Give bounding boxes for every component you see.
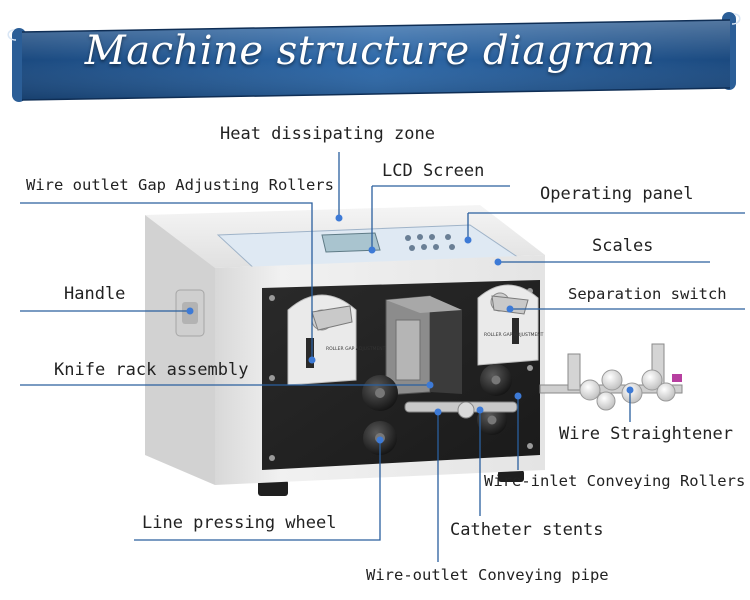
label-pressing-wheel: Line pressing wheel <box>142 513 337 533</box>
label-knife-rack: Knife rack assembly <box>54 360 249 380</box>
machine-foot <box>498 470 524 482</box>
left-knob-label: ROLLER GAP ADJUSTMENT <box>326 346 386 352</box>
diagram-title: Machine structure diagram <box>84 28 656 74</box>
label-inlet-rollers: Wire-inlet Conveying Rollers <box>484 472 746 490</box>
right-knob-label: ROLLER GAP ADJUSTMENT <box>484 332 544 338</box>
machine-foot <box>258 480 288 496</box>
label-handle: Handle <box>64 284 126 304</box>
knife-rack <box>385 295 462 396</box>
label-scales: Scales <box>592 236 654 256</box>
title-banner: Machine structure diagram <box>0 0 750 110</box>
label-outlet-pipe: Wire-outlet Conveying pipe <box>366 566 609 584</box>
label-gap-rollers: Wire outlet Gap Adjusting Rollers <box>26 176 334 194</box>
panel-screws <box>269 288 533 461</box>
leader-dots <box>186 214 634 444</box>
banner-ribbon <box>7 12 741 102</box>
wire-straightener <box>539 343 683 411</box>
label-wire-straightener: Wire Straightener <box>559 424 733 444</box>
leader-lines <box>20 152 745 562</box>
label-lcd-screen: LCD Screen <box>382 161 485 181</box>
label-heat-zone: Heat dissipating zone <box>220 124 435 144</box>
machine-side <box>145 215 215 485</box>
label-operating-panel: Operating panel <box>540 184 694 204</box>
label-separation-switch: Separation switch <box>568 285 727 303</box>
right-separation-plate: ROLLER GAP ADJUSTMENT <box>477 284 544 366</box>
catheter-stent <box>457 401 475 419</box>
panel-buttons <box>405 234 455 251</box>
lcd-screen <box>321 232 381 253</box>
left-gap-adjust-plate: ROLLER GAP ADJUSTMENT <box>287 294 386 386</box>
label-catheter-stents: Catheter stents <box>450 520 604 540</box>
